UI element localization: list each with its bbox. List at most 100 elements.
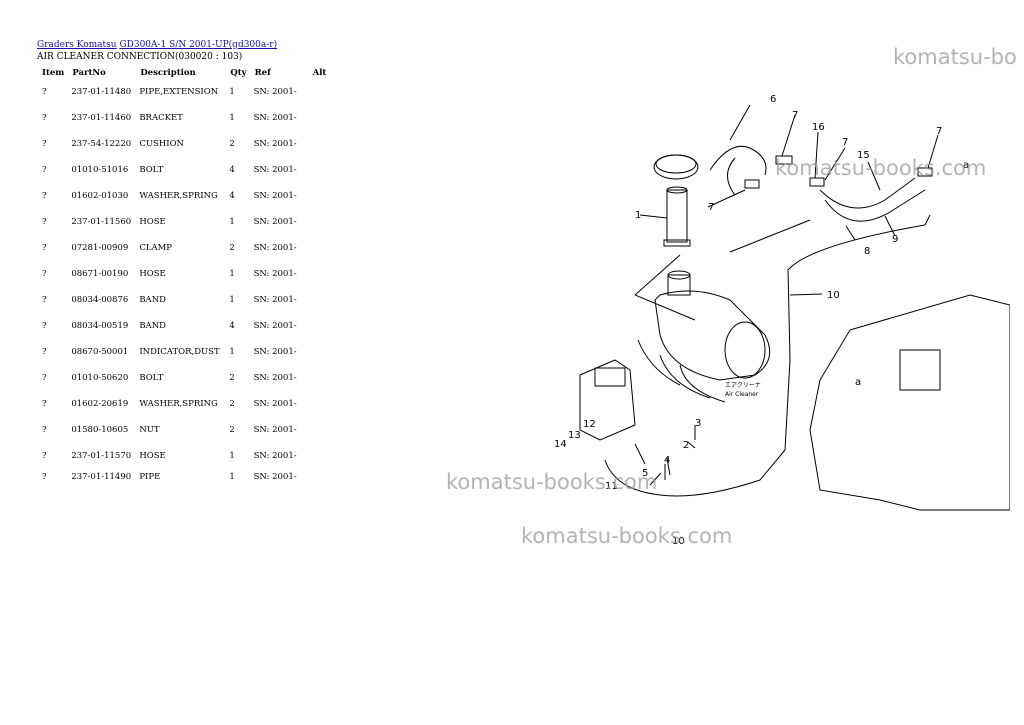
column-header-alt: Alt: [312, 67, 327, 78]
cell-ref: SN: 2001-: [253, 399, 297, 409]
callout-7c: 7: [936, 126, 942, 137]
parts-table: Item PartNo Description Qty Ref Alt ?237…: [37, 66, 330, 485]
cell-partno: 01602-20619: [71, 399, 129, 409]
band-clamp-4: [744, 179, 760, 189]
cell-description: BAND: [139, 295, 166, 305]
page-title: AIR CLEANER CONNECTION(030020 : 103): [37, 52, 243, 62]
cell-ref: SN: 2001-: [253, 472, 297, 482]
cell-description: CLAMP: [139, 243, 173, 253]
cell-description: BOLT: [139, 165, 164, 175]
cell-partno: 237-01-11570: [71, 451, 132, 461]
callout-5: 5: [642, 468, 648, 479]
cell-alt: [309, 261, 331, 287]
hose-6-inner-shape: [727, 157, 736, 196]
air-cleaner-end-shape: [724, 321, 766, 379]
cell-ref: SN: 2001-: [253, 243, 297, 253]
cell-description: INDICATOR,DUST: [139, 347, 220, 357]
band-clamp-1: [775, 155, 793, 165]
cell-item: ?: [42, 217, 47, 227]
cell-ref: SN: 2001-: [253, 451, 297, 461]
cell-partno: 237-01-11480: [71, 87, 132, 97]
cell-alt: [309, 183, 331, 209]
cell-qty: 4: [229, 191, 235, 201]
cell-partno: 08034-00519: [71, 321, 129, 331]
table-header-row: Item PartNo Description Qty Ref Alt: [37, 66, 330, 79]
cell-alt: [309, 313, 331, 339]
cell-qty: 1: [229, 217, 235, 227]
bracket-plate-shape: [594, 367, 626, 387]
cell-partno: 08670-50001: [71, 347, 129, 357]
cell-item: ?: [42, 321, 47, 331]
callout-6: 6: [770, 94, 776, 105]
callout-12: 12: [583, 419, 596, 430]
cell-item: ?: [42, 191, 47, 201]
engine-block-shape: [809, 294, 1010, 511]
cell-partno: 08034-00876: [71, 295, 129, 305]
cell-item: ?: [42, 113, 47, 123]
band-clamp-2: [809, 177, 825, 187]
cell-item: ?: [42, 451, 47, 461]
cell-item: ?: [42, 139, 47, 149]
cell-item: ?: [42, 347, 47, 357]
cell-qty: 2: [229, 399, 235, 409]
cell-partno: 01602-01030: [71, 191, 129, 201]
cell-qty: 2: [229, 373, 235, 383]
column-header-item: Item: [42, 67, 65, 78]
cell-partno: 07281-00909: [71, 243, 129, 253]
cap-top-shape: [655, 154, 697, 174]
cell-item: ?: [42, 243, 47, 253]
cell-qty: 1: [229, 113, 235, 123]
cell-description: BOLT: [139, 373, 164, 383]
cell-alt: [309, 365, 331, 391]
callout-a2: a: [855, 377, 861, 388]
cell-description: WASHER,SPRING: [139, 191, 218, 201]
extension-pipe-shape: [666, 189, 688, 243]
table-row: ? 07281-00909 CLAMP 2 SN: 2001-: [37, 235, 330, 261]
cell-partno: 237-01-11560: [71, 217, 132, 227]
cell-ref: SN: 2001-: [253, 321, 297, 331]
callout-11: 11: [605, 481, 618, 492]
cell-ref: SN: 2001-: [253, 425, 297, 435]
column-header-qty: Qty: [230, 67, 247, 78]
cell-partno: 237-54-12220: [71, 139, 132, 149]
table-row: ? 08670-50001 INDICATOR,DUST 1 SN: 2001-: [37, 339, 330, 365]
cell-item: ?: [42, 87, 47, 97]
air-cleaner-body-shape: [654, 290, 771, 381]
callout-7b: 7: [842, 137, 848, 148]
cell-item: ?: [42, 425, 47, 435]
cell-ref: SN: 2001-: [253, 269, 297, 279]
cell-description: PIPE,EXTENSION: [139, 87, 219, 97]
cell-partno: 237-01-11490: [71, 472, 132, 482]
intake-manifold-shape: [899, 349, 941, 391]
cell-alt: [309, 469, 331, 485]
cell-qty: 1: [229, 347, 235, 357]
cell-item: ?: [42, 399, 47, 409]
callout-4: 4: [664, 455, 670, 466]
cell-ref: SN: 2001-: [253, 139, 297, 149]
hose-8-inner-shape: [824, 189, 926, 222]
air-cleaner-inlet-shape: [667, 274, 691, 296]
callout-2: 2: [683, 440, 689, 451]
cell-alt: [309, 417, 331, 443]
callout-3: 3: [695, 418, 701, 429]
cell-ref: SN: 2001-: [253, 347, 297, 357]
cell-ref: SN: 2001-: [253, 295, 297, 305]
hose-8-shape: [819, 177, 916, 209]
cell-partno: 08671-00190: [71, 269, 129, 279]
breadcrumb-link-graders[interactable]: Graders Komatsu: [37, 40, 117, 50]
cell-qty: 2: [229, 243, 235, 253]
cell-partno: 01010-51016: [71, 165, 129, 175]
cell-partno: 01010-50620: [71, 373, 129, 383]
breadcrumb-link-model[interactable]: GD300A-1 S/N 2001-UP(gd300a-r): [119, 40, 278, 50]
callout-16: 16: [812, 122, 825, 133]
hose-10-shape: [659, 214, 931, 497]
cell-alt: [309, 209, 331, 235]
